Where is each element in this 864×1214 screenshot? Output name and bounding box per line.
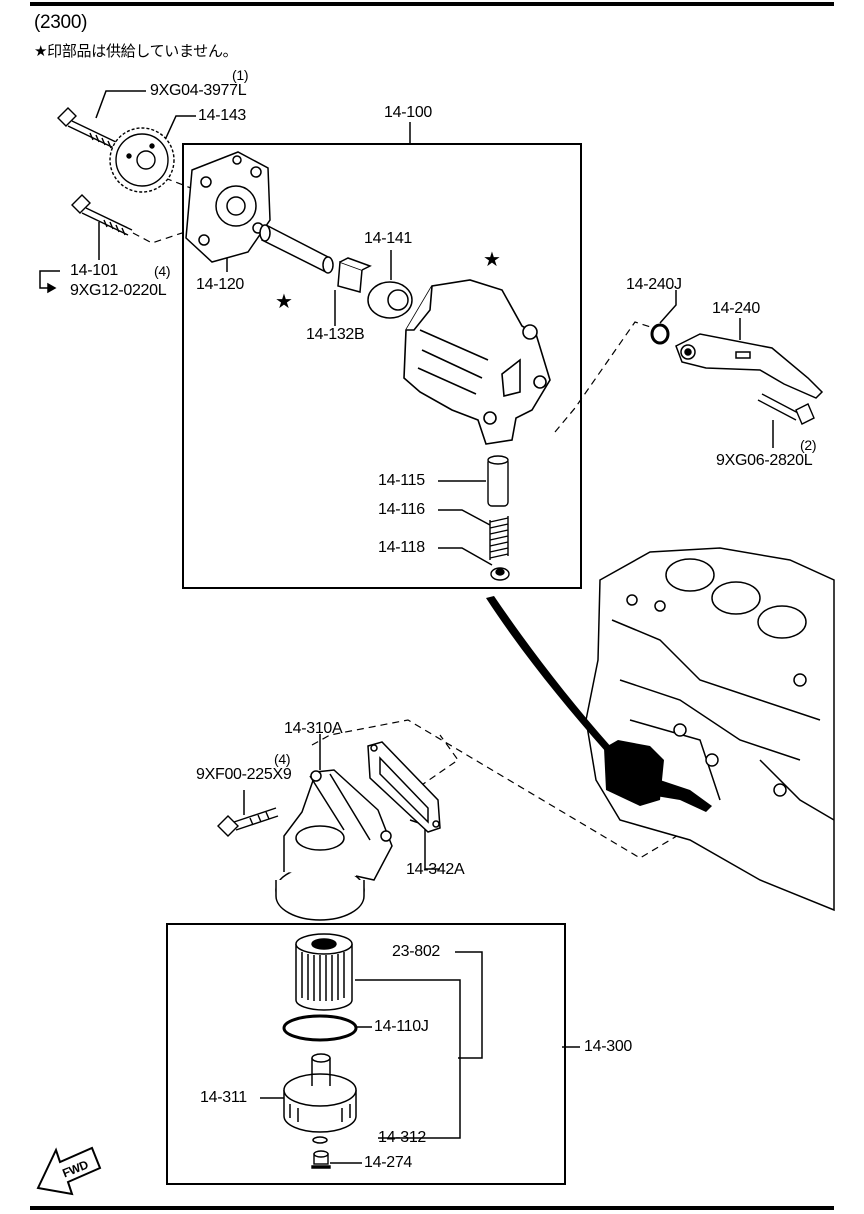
spring-icon <box>489 516 509 560</box>
pump-location-highlight <box>486 596 712 812</box>
plug-icon <box>490 567 510 581</box>
label-14-120: 14-120 <box>196 276 245 293</box>
star-icon-body: ★ <box>483 249 501 271</box>
leader-14-116 <box>438 509 491 526</box>
qty-9xg12: (4) <box>154 263 171 279</box>
note-text: 印部品は供給していません。 <box>47 43 238 60</box>
bottom-rule <box>30 1206 834 1210</box>
top-rule <box>30 2 834 6</box>
label-14-312: 14-312 <box>378 1129 427 1146</box>
label-14-300: 14-300 <box>584 1038 633 1055</box>
drain-plug-icon <box>311 1150 331 1169</box>
label-14-274: 14-274 <box>364 1154 413 1171</box>
gasket-icon <box>367 741 441 833</box>
engine-block-icon <box>585 547 835 912</box>
bracket-inner <box>355 979 461 1139</box>
label-14-101: 14-101 <box>70 262 119 279</box>
group-code: (2300) <box>34 12 88 33</box>
label-9xf00-225x9: 9XF00-225X9 <box>196 766 292 783</box>
star-icon: ★ <box>34 43 48 60</box>
bolt-9xg04-icon <box>57 107 119 149</box>
bolt-14-101-icon <box>71 194 133 236</box>
label-14-240j: 14-240J <box>626 276 682 293</box>
filter-oring-icon <box>282 1014 358 1042</box>
oil-jet-icon <box>675 333 824 399</box>
leader-14-118 <box>438 547 493 566</box>
qty-9xg06: (2) <box>800 437 817 453</box>
leader-14-143 <box>164 115 196 141</box>
label-14-342a: 14-342A <box>406 861 465 878</box>
leader-9xg04 <box>95 90 146 119</box>
star-icon-shaft: ★ <box>275 291 293 313</box>
label-9xg12-0220l: 9XG12-0220L <box>70 282 167 299</box>
label-23-802: 23-802 <box>392 943 441 960</box>
plunger-icon <box>487 455 509 507</box>
label-14-143: 14-143 <box>198 107 247 124</box>
bracket-14-101 <box>39 270 60 289</box>
label-14-100: 14-100 <box>384 104 433 121</box>
qty-9xf00: (4) <box>274 751 291 767</box>
arrow-icon <box>47 282 57 294</box>
oring-icon <box>650 323 670 345</box>
bolt-9xf00-icon <box>217 807 279 837</box>
filter-cap-icon <box>283 1053 357 1133</box>
pump-body-icon <box>403 279 551 445</box>
bracket-23-802 <box>455 951 483 1059</box>
filter-housing-icon <box>275 769 393 921</box>
label-14-141: 14-141 <box>364 230 413 247</box>
sprocket-icon <box>109 127 175 193</box>
small-oring-icon <box>312 1136 328 1144</box>
filter-element-icon <box>295 933 353 1011</box>
inner-rotor-icon <box>337 257 372 293</box>
oil-pump-assembly-frame <box>182 143 582 589</box>
leader-14-240j <box>659 290 677 324</box>
shaft-icon <box>259 224 334 274</box>
label-14-132b: 14-132B <box>306 326 365 343</box>
label-14-115: 14-115 <box>378 472 425 489</box>
label-14-110j: 14-110J <box>374 1018 429 1035</box>
pump-cover-icon <box>185 151 271 263</box>
oil-filter-assembly-frame <box>166 923 566 1185</box>
label-9xg06-2820l: 9XG06-2820L <box>716 452 813 469</box>
fwd-arrow-icon <box>36 1146 102 1196</box>
outer-rotor-icon <box>367 281 413 319</box>
qty-9xg04: (1) <box>232 67 249 83</box>
label-9xg04-3977l: 9XG04-3977L <box>150 82 247 99</box>
bolt-9xg06-icon <box>757 393 815 425</box>
label-14-240: 14-240 <box>712 300 761 317</box>
label-14-310a: 14-310A <box>284 720 343 737</box>
label-14-311: 14-311 <box>200 1089 247 1106</box>
not-supplied-note: ★印部品は供給していません。 <box>34 43 238 61</box>
label-14-116: 14-116 <box>378 501 425 518</box>
label-14-118: 14-118 <box>378 539 425 556</box>
